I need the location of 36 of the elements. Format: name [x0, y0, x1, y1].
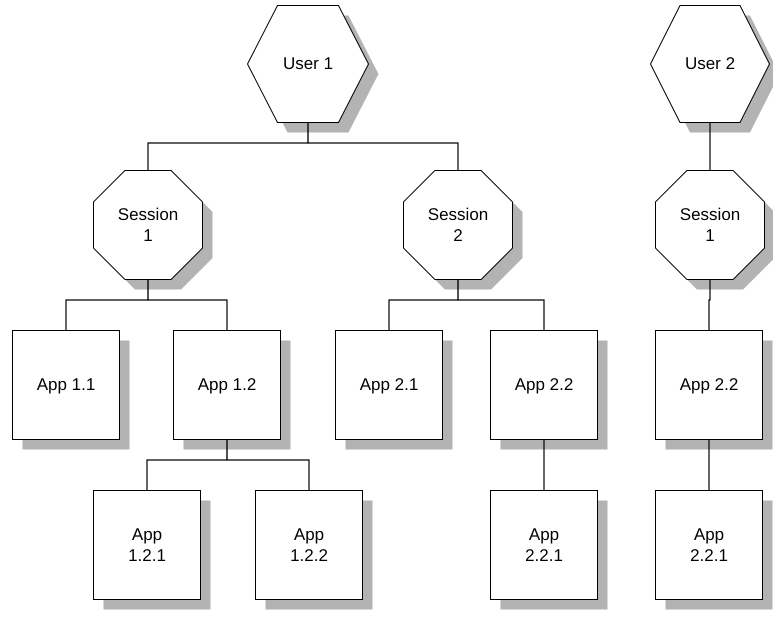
node-label: Session 1: [116, 204, 180, 246]
connector-line: [543, 440, 545, 490]
node-label: App 1.2.2: [289, 524, 329, 566]
connector-line: [307, 123, 459, 170]
node-label: User 2: [684, 53, 736, 75]
connector-line: [457, 280, 545, 330]
node-label: Session 1: [678, 204, 742, 246]
box-node: [490, 330, 598, 440]
node-label: Session 2: [426, 204, 490, 246]
node-label: App 2.2.1: [524, 524, 564, 566]
node-label: User 1: [282, 53, 334, 75]
hexagon-node: [247, 5, 369, 123]
node-label: App 1.2.1: [127, 524, 167, 566]
connector-line: [708, 280, 711, 330]
box-node: [655, 330, 763, 440]
box-node: [255, 490, 363, 600]
hexagon-node: [650, 5, 770, 123]
node-label: App 2.1: [358, 374, 420, 396]
connector-line: [709, 123, 711, 170]
node-label: App 2.2: [514, 374, 574, 396]
octagon-node: [93, 170, 203, 280]
node-label: App 1.2: [196, 374, 258, 396]
connector-line: [147, 280, 228, 330]
box-node: [490, 490, 598, 600]
octagon-node: [403, 170, 513, 280]
connector-line: [226, 440, 310, 490]
box-node: [12, 330, 120, 440]
octagon-node: [655, 170, 765, 280]
connector-line: [708, 440, 710, 490]
node-label: App 2.2.1: [689, 524, 729, 566]
box-node: [335, 330, 443, 440]
node-label: App 1.1: [36, 374, 96, 396]
box-node: [655, 490, 763, 600]
node-label: App 2.2: [678, 374, 740, 396]
box-node: [173, 330, 281, 440]
box-node: [93, 490, 201, 600]
